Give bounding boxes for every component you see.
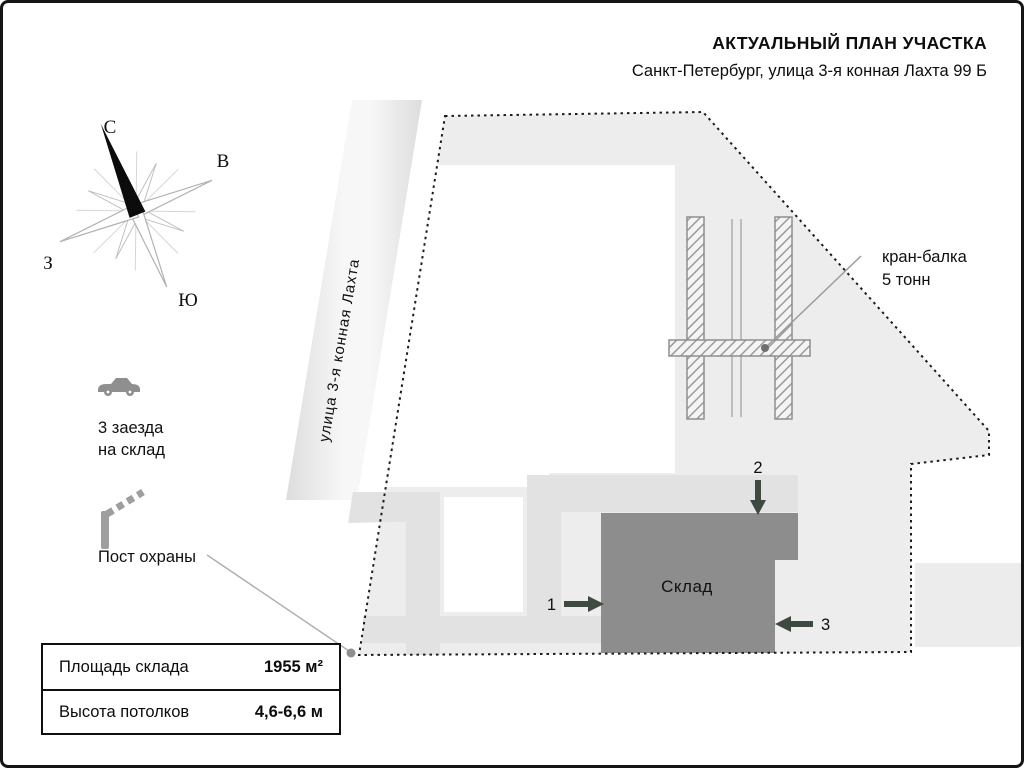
yard-patch-white <box>444 497 523 612</box>
plot-boundary <box>357 110 990 657</box>
warehouse-label: Склад <box>661 577 713 596</box>
crane-column-left <box>686 216 705 420</box>
header: АКТУАЛЬНЫЙ ПЛАН УЧАСТКА Санкт-Петербург,… <box>632 33 987 81</box>
row-value: 4,6-6,6 м <box>254 702 323 721</box>
security-post-label: Пост охраны <box>98 548 196 566</box>
driveway-top-of-warehouse <box>527 475 798 512</box>
inner-yard-white <box>387 165 549 487</box>
crane-label-line2: 5 тонн <box>882 271 931 289</box>
compass-north-needle <box>100 123 146 218</box>
compass-letter-east: В <box>217 151 230 172</box>
warehouse-building <box>601 513 798 653</box>
page-subtitle: Санкт-Петербург, улица 3-я конная Лахта … <box>631 62 987 80</box>
crane-leader-line <box>764 255 862 349</box>
compass-letter-west: З <box>43 253 53 274</box>
driveway-horizontal <box>363 616 602 643</box>
security-leader-line <box>206 554 350 652</box>
site-plan-canvas: улица 3-я конная Лахта кран-балка 5 тонн <box>43 100 1021 658</box>
page-title: АКТУАЛЬНЫЙ ПЛАН УЧАСТКА <box>712 33 987 53</box>
entrance-number-1: 1 <box>547 596 556 614</box>
row-value: 1955 м² <box>264 657 323 676</box>
crane-label-line1: кран-балка <box>882 248 968 266</box>
crane-column-right <box>774 216 793 420</box>
compass-letter-north: С <box>104 117 117 138</box>
row-label: Площадь склада <box>59 657 189 676</box>
car-legend-line2: на склад <box>98 441 165 459</box>
street-band <box>286 100 422 500</box>
crane-beam <box>668 339 811 357</box>
entrance-number-3: 3 <box>821 616 830 634</box>
barrier-icon <box>101 489 145 549</box>
car-icon <box>98 378 140 396</box>
table-row: Высота потолков 4,6-6,6 м <box>43 689 339 733</box>
car-legend-line1: 3 заезда <box>98 419 164 437</box>
entrance-arrow-2 <box>750 480 766 515</box>
entrance-arrow-1 <box>564 596 604 612</box>
info-table: Площадь склада 1955 м² Высота потолков 4… <box>41 643 341 735</box>
entrance-arrow-3 <box>775 616 813 632</box>
compass-letter-south: Ю <box>178 290 198 311</box>
row-label: Высота потолков <box>59 702 190 721</box>
crane-point <box>761 344 769 352</box>
security-post-point <box>346 648 356 658</box>
compass-rose <box>59 123 213 288</box>
crane-area <box>668 216 862 420</box>
table-row: Площадь склада 1955 м² <box>43 645 339 689</box>
building-footprint-white <box>549 165 675 473</box>
entrance-number-2: 2 <box>753 459 762 477</box>
compass-main-points <box>59 179 213 288</box>
neighbour-area <box>915 563 1021 647</box>
